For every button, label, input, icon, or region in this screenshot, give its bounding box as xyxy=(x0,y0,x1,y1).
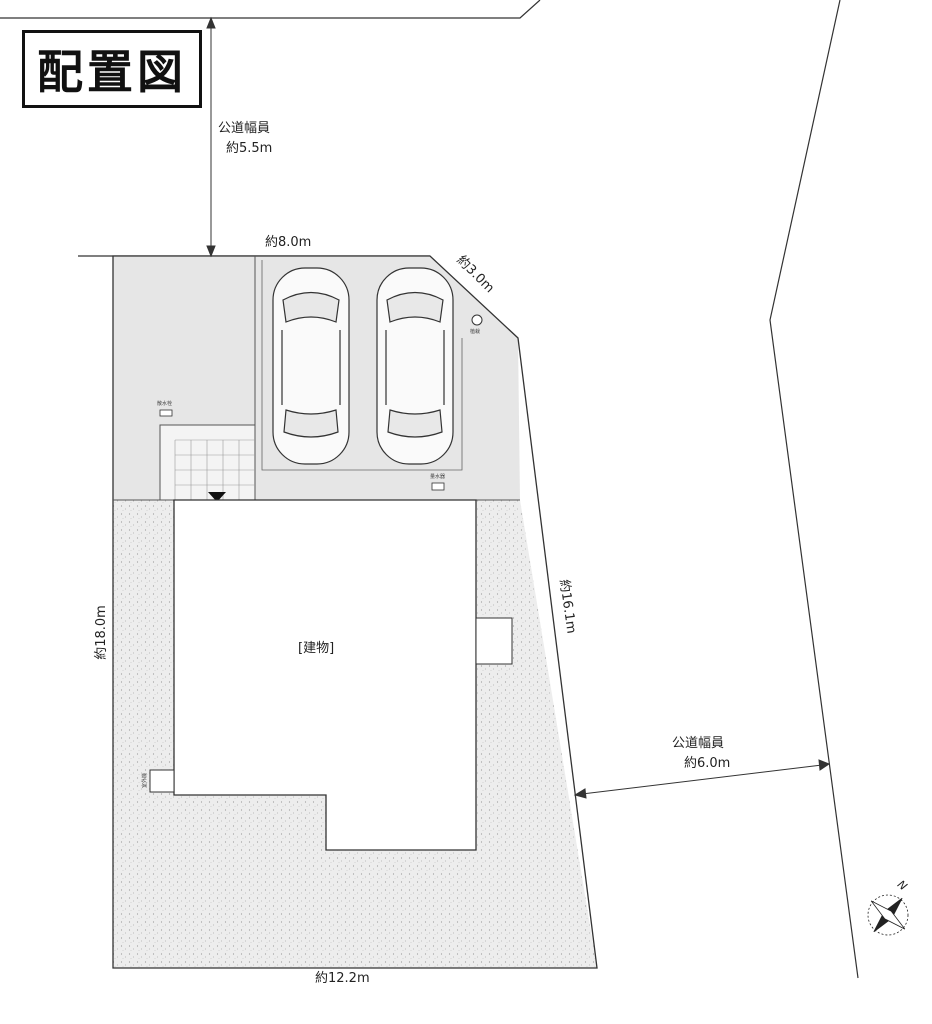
post-box-label: 散水栓 xyxy=(157,401,173,407)
dimension-bottom: 約12.2m xyxy=(315,971,370,986)
side-unit xyxy=(475,617,513,665)
building-footprint xyxy=(173,499,477,851)
tree-label: 植栽 xyxy=(470,329,481,335)
plan-title: 配置図 xyxy=(22,30,202,108)
dimension-north-road xyxy=(206,16,216,258)
road-edge-north xyxy=(0,0,541,19)
ac-unit xyxy=(149,769,175,793)
plan-title-text: 配置図 xyxy=(37,45,187,99)
tree-icon xyxy=(471,314,483,326)
entrance-marker xyxy=(208,492,226,502)
east-road-label: 公道幅員 xyxy=(672,736,725,751)
dimension-east-road xyxy=(573,759,831,799)
meter-icon xyxy=(431,482,445,491)
ac-label: 室外機 xyxy=(142,772,149,789)
lot-outline xyxy=(112,255,598,969)
north-road-width: 約5.5m xyxy=(226,141,273,156)
road-edge-east xyxy=(769,0,859,979)
compass-icon xyxy=(867,894,909,936)
north-road-label: 公道幅員 xyxy=(218,121,271,136)
entry-paving xyxy=(159,424,256,501)
east-road-width: 約6.0m xyxy=(684,756,731,771)
tile-grid xyxy=(174,439,255,500)
dimension-top: 約8.0m xyxy=(265,235,312,250)
dimension-left: 約18.0m xyxy=(93,605,109,660)
meter-label: 量水器 xyxy=(430,474,446,480)
car-right xyxy=(376,267,454,465)
parking-boundary xyxy=(261,260,463,471)
car-left xyxy=(272,267,350,465)
building-label: [建物] xyxy=(298,641,335,656)
post-box-icon xyxy=(159,409,173,417)
